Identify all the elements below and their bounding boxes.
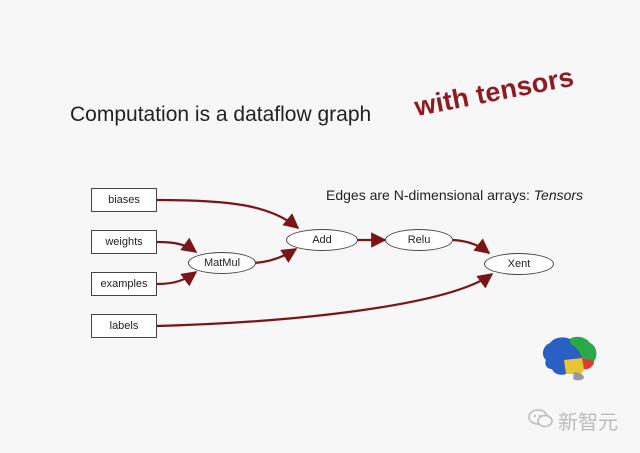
node-biases: biases — [91, 188, 157, 212]
watermark-text: 新智元 — [558, 412, 618, 434]
subtitle-emphasis: Tensors — [533, 187, 584, 203]
slide-title: Computation is a dataflow graph — [70, 103, 372, 126]
node-weights: weights — [91, 230, 157, 254]
node-examples: examples — [91, 272, 157, 296]
node-relu: Relu — [385, 229, 453, 251]
node-add: Add — [286, 229, 358, 251]
wechat-icon — [528, 409, 553, 428]
edge-weights-matmul — [156, 237, 198, 253]
edge-relu-xent — [452, 238, 491, 254]
edge-examples-matmul — [156, 271, 198, 287]
edge-labels-xent — [156, 273, 494, 328]
subtitle-text: Edges are N-dimensional arrays: — [326, 187, 534, 203]
edge-matmul-add — [253, 248, 298, 265]
node-matmul: MatMul — [188, 252, 256, 274]
edges-subtitle: Edges are N-dimensional arrays: Tensors — [326, 187, 583, 203]
node-labels: labels — [91, 314, 157, 338]
brain-icon — [542, 336, 597, 381]
edge-biases-add — [156, 198, 300, 229]
node-xent: Xent — [484, 253, 554, 275]
